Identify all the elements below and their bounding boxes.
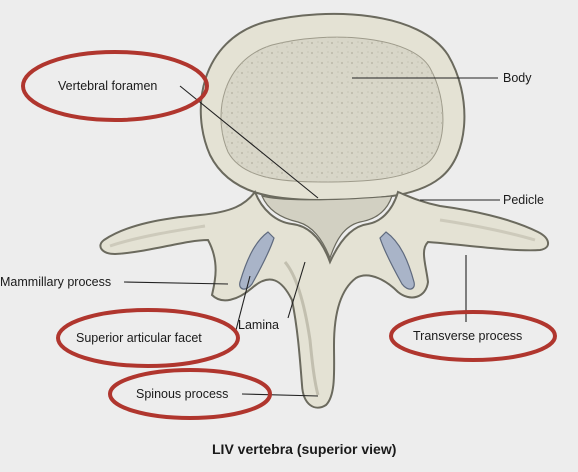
transverse-shading-left [109,224,206,248]
label-superior-articular-facet: Superior articular facet [76,331,202,345]
label-spinous-process: Spinous process [136,387,229,401]
highlight-transverse-process [389,310,557,362]
label-pedicle: Pedicle [503,193,544,207]
label-lamina: Lamina [238,318,279,332]
leader-lamina [287,261,306,319]
superior-articular-facet-left [239,231,275,290]
leader-superior-facet [235,275,251,331]
superior-articular-facet-right [379,231,415,290]
vertebral-foramen-opening [260,195,393,260]
transverse-shading-right [439,218,536,242]
highlight-vertebral-foramen [21,50,209,122]
label-body: Body [503,71,532,85]
label-mammillary-process: Mammillary process [0,275,112,289]
leader-mammillary [123,281,229,285]
lamina-shading [283,261,320,396]
highlight-ellipses [21,50,557,420]
neural-arch [99,189,549,409]
leader-lines [123,77,500,397]
figure-caption: LIV vertebra (superior view) [212,441,397,457]
cancellous-texture [220,37,443,183]
leader-spinous [241,393,319,397]
highlight-superior-articular-facet [56,308,240,368]
leader-vertebral-foramen [179,85,319,199]
label-vertebral-foramen: Vertebral foramen [58,79,158,93]
label-transverse-process: Transverse process [413,329,523,343]
highlight-spinous-process [108,368,272,420]
